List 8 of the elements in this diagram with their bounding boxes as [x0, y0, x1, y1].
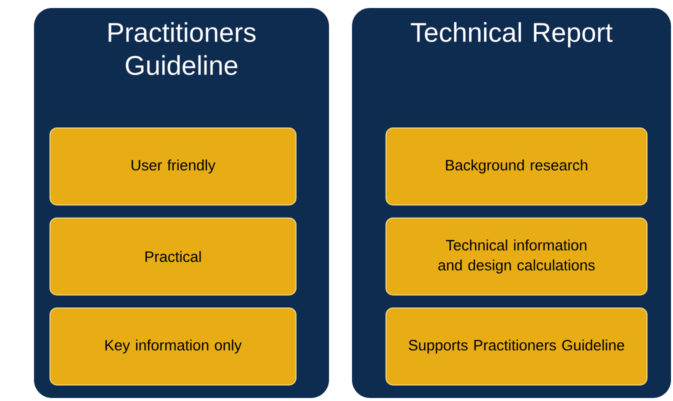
- item-box: User friendly: [50, 128, 296, 206]
- item-box: Practical: [50, 217, 296, 296]
- item-box: Supports Practitioners Guideline: [386, 308, 648, 386]
- panel-title: Practitioners Guideline: [108, 22, 256, 76]
- panel-title: Technical Report: [410, 22, 613, 48]
- item-box: Background research: [386, 128, 648, 206]
- item-box: Key information only: [50, 308, 296, 386]
- item-box: Technical information and design calculations: [386, 217, 648, 296]
